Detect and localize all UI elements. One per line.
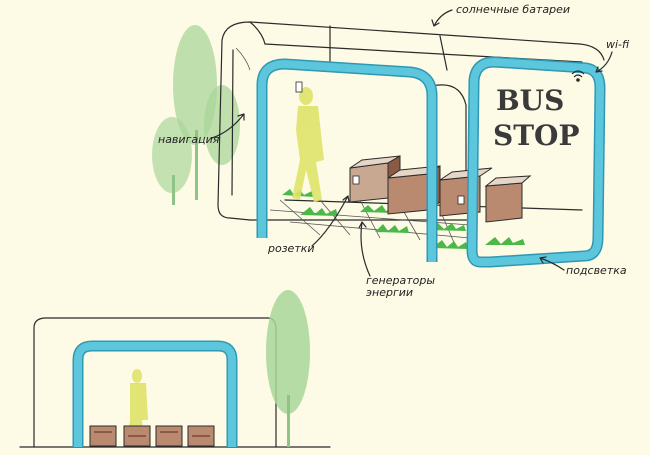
- front-elevation: [19, 290, 331, 448]
- generator-box: [349, 155, 401, 203]
- side-frame: [466, 56, 606, 268]
- label-wifi: wi-fi: [606, 38, 630, 51]
- person-figure: [292, 87, 324, 202]
- generator-box: [484, 175, 532, 223]
- label-generators-2: энергии: [366, 286, 413, 299]
- label-solar-panels: солнечные батареи: [456, 3, 570, 16]
- elevation-tree: [266, 290, 310, 447]
- label-sockets: розетки: [267, 242, 315, 255]
- trees-top: [152, 25, 240, 205]
- phone-icon: [295, 81, 303, 93]
- label-lighting: подсветка: [566, 264, 627, 277]
- front-frame: [256, 58, 438, 262]
- elevation-generators: [89, 425, 215, 447]
- shelter-outline: [217, 21, 605, 221]
- wifi-icon: [571, 70, 585, 82]
- label-navigation: навигация: [158, 133, 220, 146]
- sign-stop: STOP: [493, 119, 580, 152]
- elevation-frame: [72, 340, 238, 447]
- energy-generators: [349, 155, 532, 223]
- annotations: солнечные батареи wi-fi навигация розетк…: [158, 3, 630, 299]
- sign-bus: BUS: [496, 84, 564, 117]
- label-generators-1: генераторы: [366, 274, 435, 287]
- generator-box: [439, 167, 493, 217]
